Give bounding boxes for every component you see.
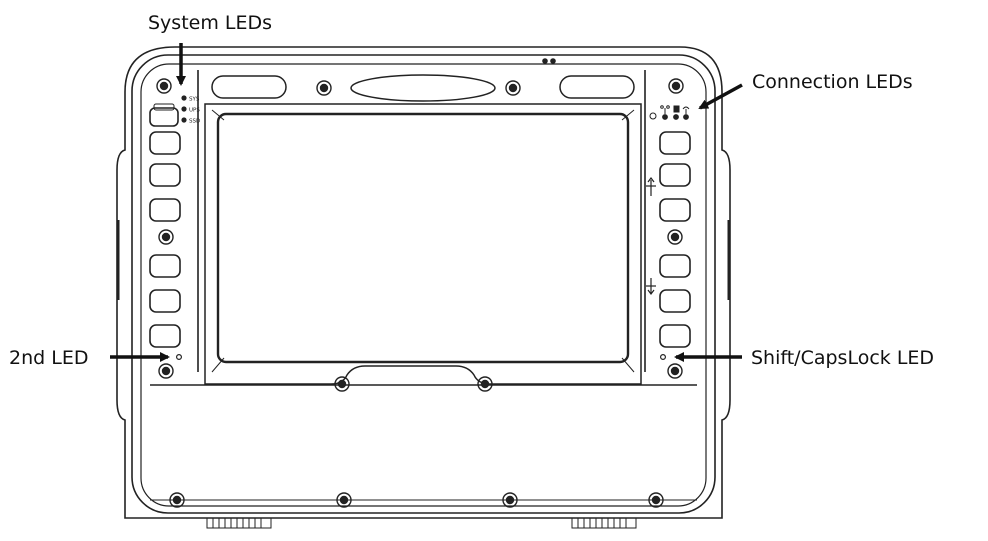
device-housing (116, 46, 731, 519)
screw-bezel-right (477, 376, 493, 392)
screw-right-mid (667, 229, 683, 245)
screw-left-low (158, 363, 174, 379)
screw-right-low (667, 363, 683, 379)
led-ups-label: UPS (189, 108, 200, 114)
direction-symbol-lower (646, 278, 656, 295)
wifi-icon (682, 106, 690, 120)
top-slots (211, 74, 635, 102)
screw-top-mid-left (316, 80, 332, 96)
left-key-1 (149, 131, 181, 155)
screw-left-mid (158, 229, 174, 245)
right-key-1 (659, 131, 691, 155)
screw-top-mid-right (505, 80, 521, 96)
right-key-2 (659, 163, 691, 187)
connection-leds (649, 105, 690, 120)
left-key-4 (149, 254, 181, 278)
second-led-label: 2nd LED (9, 347, 89, 369)
power-key (149, 107, 179, 127)
screw-top-right (668, 78, 684, 94)
screw-bottom-3 (502, 492, 518, 508)
shift-capslock-led (659, 354, 666, 361)
shift-capslock-led-label: Shift/CapsLock LED (751, 347, 935, 369)
right-key-4 (659, 254, 691, 278)
network-icon (660, 105, 670, 120)
left-keys (149, 103, 181, 348)
direction-symbol-upper (646, 177, 656, 196)
left-key-3 (149, 198, 181, 222)
left-key-5 (149, 289, 181, 313)
right-key-6 (659, 324, 691, 348)
right-key-3 (659, 198, 691, 222)
second-led (176, 354, 183, 361)
bluetooth-icon (673, 105, 680, 120)
screw-top-left (156, 78, 172, 94)
led-ssd: SSD (181, 117, 200, 125)
system-leds: SYS UPS SSD (181, 95, 200, 125)
bottom-grille-right (571, 517, 637, 529)
screws (156, 78, 684, 508)
led-ups: UPS (181, 106, 200, 114)
screw-bezel-left (334, 376, 350, 392)
led-sys-label: SYS (189, 97, 200, 103)
system-leds-label: System LEDs (148, 12, 273, 34)
bottom-grille-left (206, 517, 272, 529)
left-key-6 (149, 324, 181, 348)
screw-bottom-1 (169, 492, 185, 508)
led-sys: SYS (181, 95, 200, 103)
connection-leds-label: Connection LEDs (752, 71, 913, 93)
right-keys (659, 131, 691, 348)
screw-bottom-4 (648, 492, 664, 508)
left-key-2 (149, 163, 181, 187)
right-key-5 (659, 289, 691, 313)
connection-led-1 (649, 112, 657, 120)
screw-bottom-2 (336, 492, 352, 508)
callout-arrows (110, 43, 743, 362)
led-ssd-label: SSD (189, 119, 200, 125)
arrow-connection-leds (698, 83, 743, 110)
display (204, 103, 642, 385)
